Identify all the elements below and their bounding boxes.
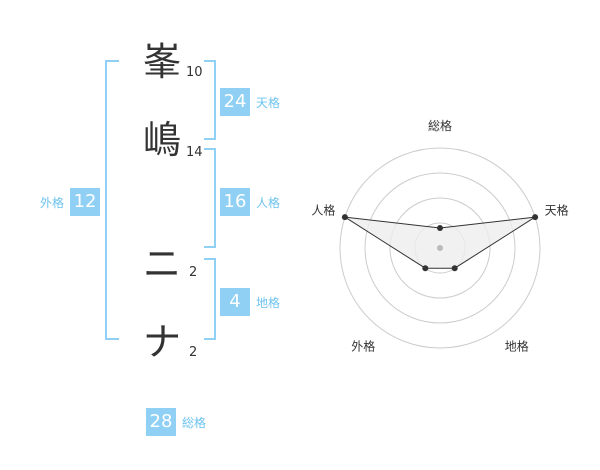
chikaku-tag: 4 地格 (220, 288, 280, 316)
tenkaku-label: 天格 (256, 95, 281, 110)
tenkaku-bracket (204, 60, 216, 140)
radar-axis-label-1: 総格 (428, 118, 452, 133)
tenkaku-tag: 24 天格 (220, 88, 280, 116)
name-char-2: 嶋 (142, 118, 181, 162)
radar-axis-label-2: 天格 (545, 202, 569, 217)
gaikaku-bracket (105, 60, 119, 340)
radar-point-3 (451, 265, 458, 272)
jinkaku-value: 16 (220, 188, 250, 216)
radar-point-1 (437, 225, 443, 231)
soukaku-value: 28 (146, 408, 176, 436)
radar-grid-ring (364, 172, 516, 324)
radar-point-2 (532, 214, 539, 221)
gaikaku-value: 12 (70, 188, 101, 216)
radar-axis-label-4: 外格 (351, 339, 375, 354)
radar-grid-ring (339, 147, 541, 349)
name-char-3: ニ (142, 242, 181, 286)
radar-axis-label-5: 人格 (311, 202, 335, 217)
radar-grid-ring (389, 197, 491, 299)
radar-point-5 (341, 214, 348, 221)
radar-axis-label-3: 地格 (505, 339, 529, 354)
stroke-count-4: 2 (189, 345, 198, 360)
gaikaku-label: 外格 (40, 195, 65, 210)
stroke-count-2: 14 (186, 145, 203, 160)
stroke-count-1: 10 (186, 65, 203, 80)
soukaku-tag: 28 総格 (146, 408, 206, 436)
jinkaku-tag: 16 人格 (220, 188, 280, 216)
soukaku-label: 総格 (182, 415, 207, 430)
chikaku-value: 4 (220, 288, 250, 316)
tenkaku-value: 24 (220, 88, 250, 116)
gaikaku-tag: 外格 12 (40, 188, 101, 216)
name-char-4: ナ (142, 320, 181, 364)
jinkaku-label: 人格 (256, 195, 281, 210)
name-char-1: 峯 (142, 40, 181, 84)
radar-center-dot (437, 245, 443, 251)
stroke-count-3: 2 (189, 265, 198, 280)
chikaku-bracket (204, 258, 216, 340)
radar-point-4 (422, 265, 429, 272)
chikaku-label: 地格 (256, 295, 281, 310)
radar-data-polygon (344, 216, 536, 269)
jinkaku-bracket (204, 148, 216, 248)
